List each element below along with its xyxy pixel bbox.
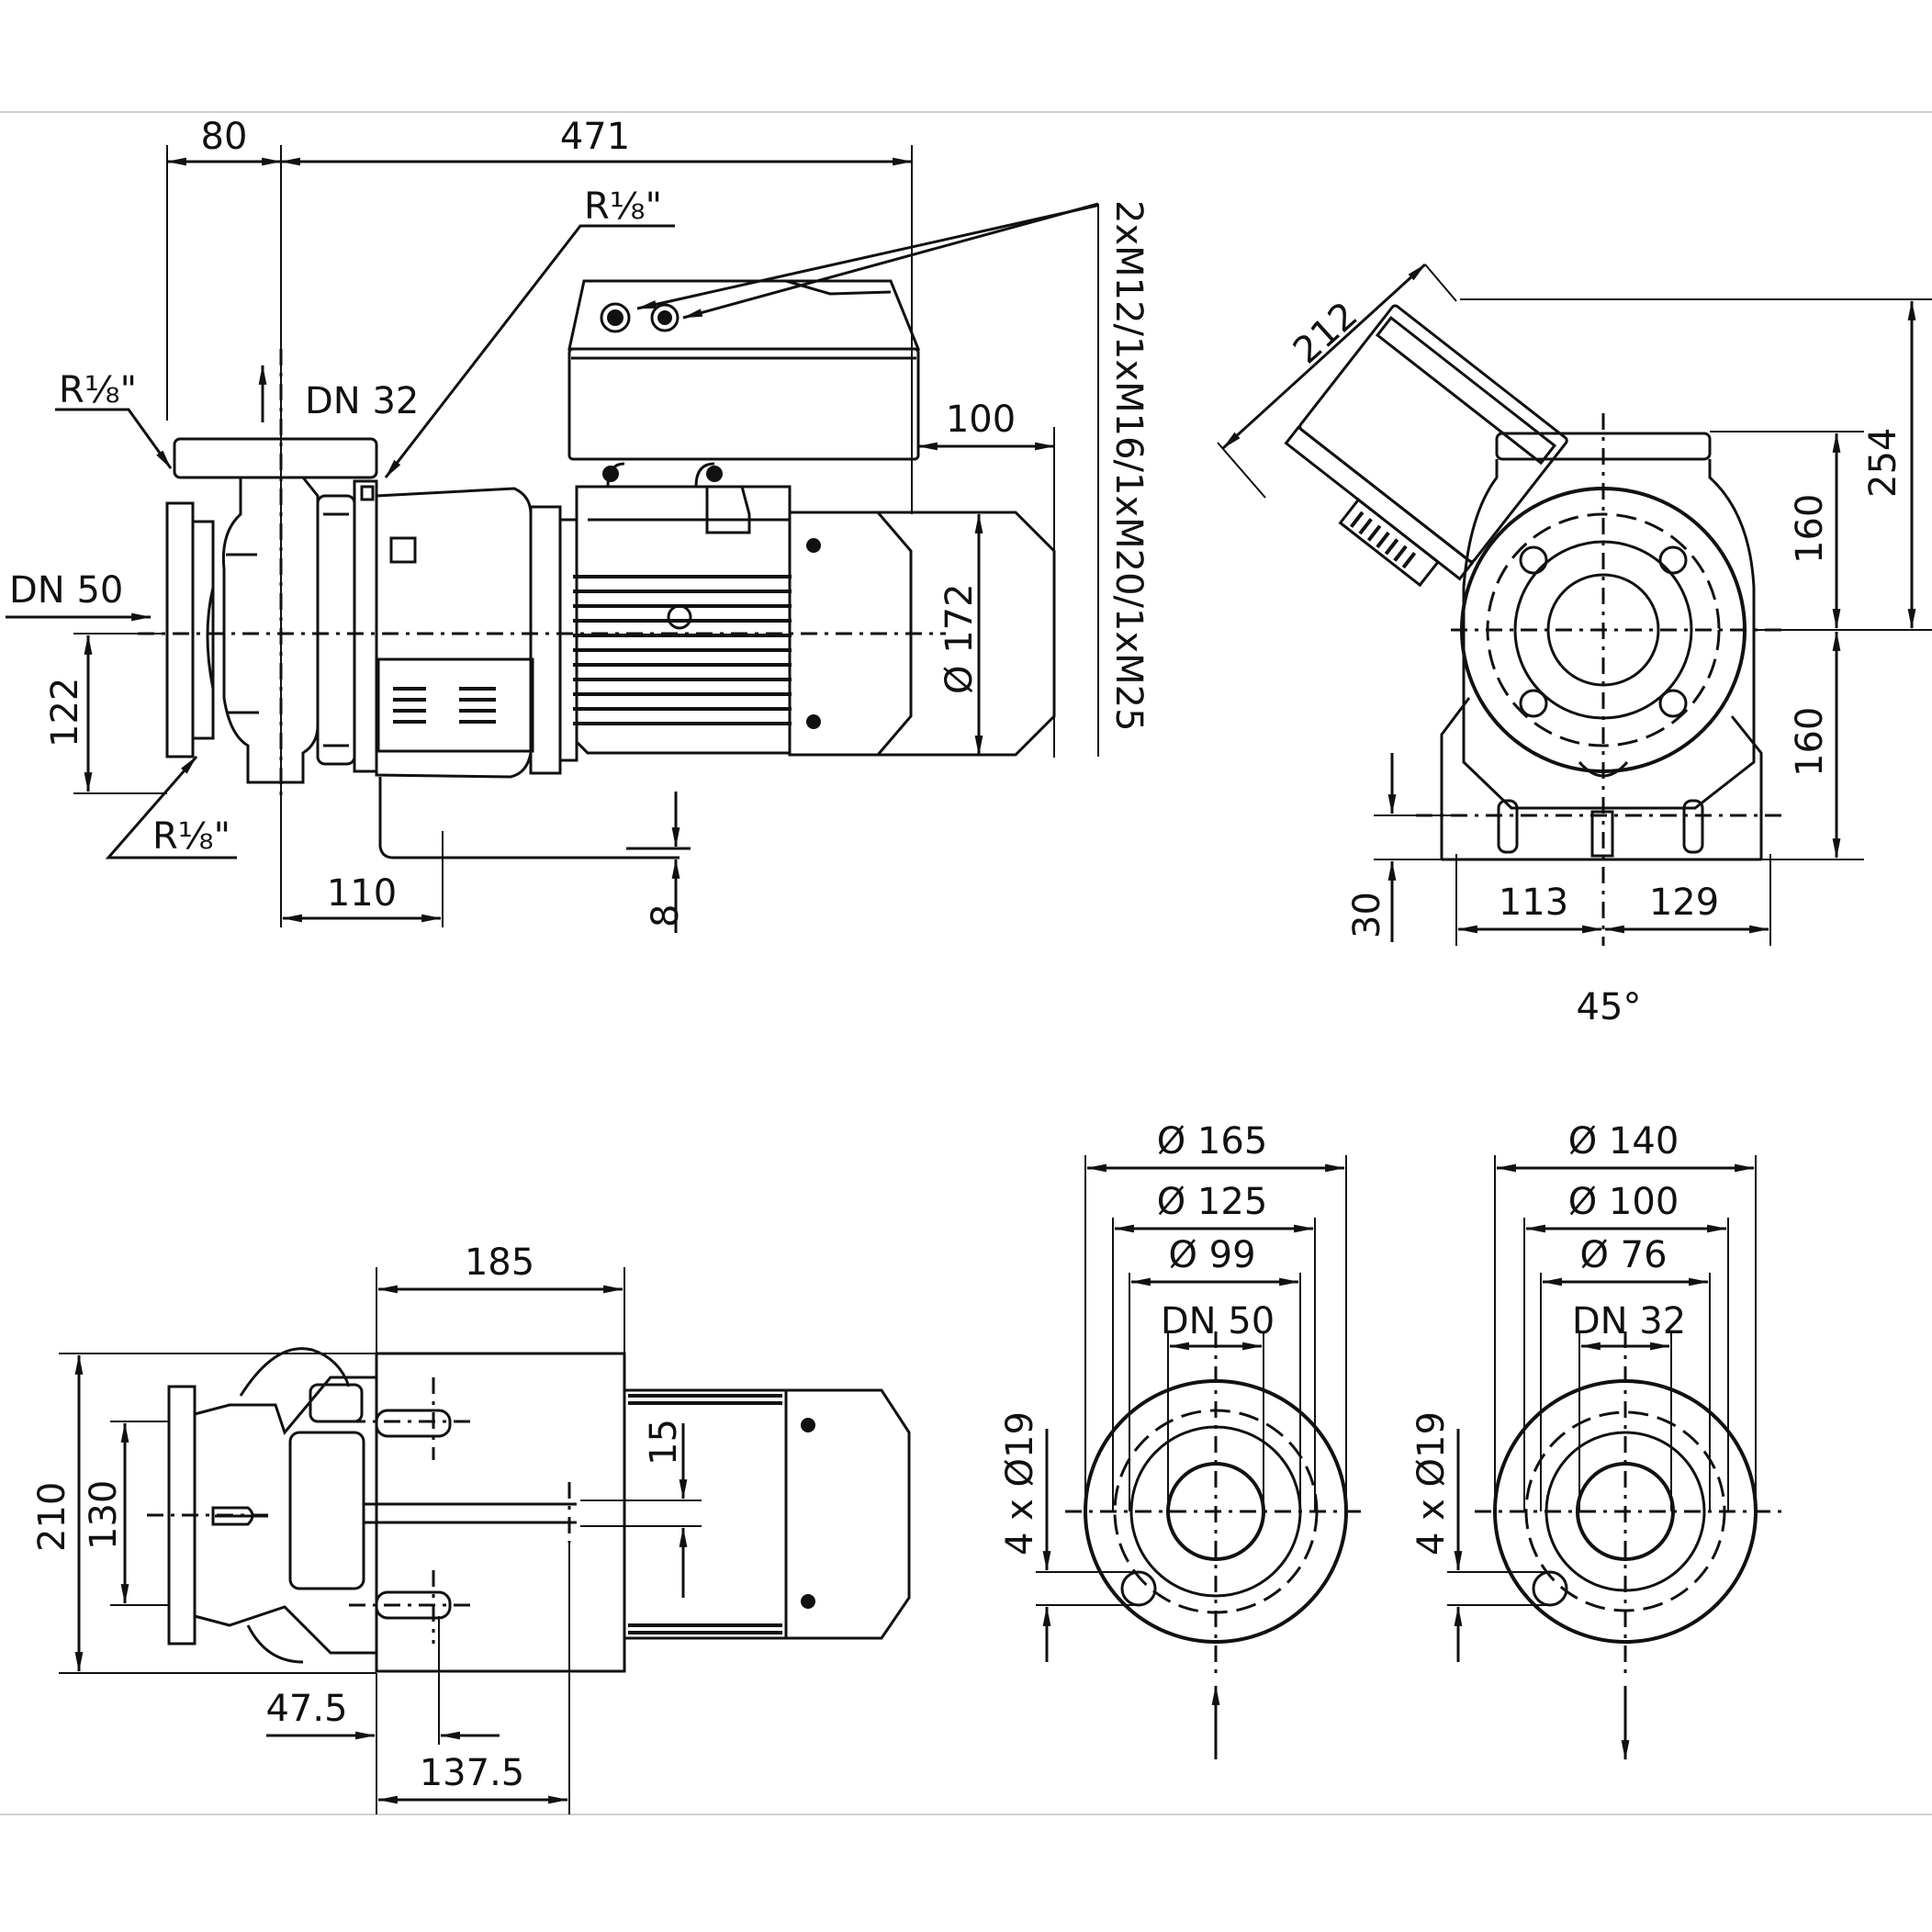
dim-holes-dn50: 4 x Ø19 xyxy=(999,1411,1041,1556)
label-dn50: DN 50 xyxy=(9,569,123,612)
dim-d100: Ø 100 xyxy=(1568,1181,1679,1223)
label-r18-top: R⅛" xyxy=(584,185,662,228)
dim-212: 212 xyxy=(1286,294,1366,372)
dim-line-212 xyxy=(1221,263,1427,450)
label-r18-left: R⅛" xyxy=(59,369,137,411)
dim-holes-dn32: 4 x Ø19 xyxy=(1410,1411,1453,1556)
dim-dn32: DN 32 xyxy=(1572,1300,1686,1342)
dim-15: 15 xyxy=(643,1419,685,1466)
dim-122: 122 xyxy=(44,678,86,747)
dim-47-5: 47.5 xyxy=(265,1688,347,1730)
dim-100: 100 xyxy=(946,399,1016,441)
dim-129: 129 xyxy=(1649,882,1719,924)
dim-185: 185 xyxy=(465,1241,534,1284)
side-view: 80 471 R⅛" R⅛" R⅛" DN 32 DN 50 xyxy=(6,116,1150,933)
flange-dn50: Ø 165 Ø 125 Ø 99 DN 50 4 x Ø19 xyxy=(999,1120,1368,1759)
flange-dn32: Ø 140 Ø 100 Ø 76 DN 32 4 x Ø19 xyxy=(1410,1120,1781,1761)
dim-113: 113 xyxy=(1499,882,1568,924)
dim-8: 8 xyxy=(645,904,687,927)
dim-110: 110 xyxy=(327,872,397,915)
label-dn32: DN 32 xyxy=(305,380,419,422)
dim-137-5: 137.5 xyxy=(420,1752,525,1794)
dim-d140: Ø 140 xyxy=(1568,1120,1679,1163)
dim-d76: Ø 76 xyxy=(1579,1234,1667,1276)
dim-210: 210 xyxy=(31,1482,73,1552)
dim-d165: Ø 165 xyxy=(1157,1120,1268,1163)
angle-45: 45° xyxy=(1577,986,1642,1028)
top-view: 185 210 130 15 47.5 137.5 xyxy=(31,1241,911,1814)
motor-fins xyxy=(573,575,792,725)
dim-471: 471 xyxy=(560,116,630,158)
dim-160-top: 160 xyxy=(1789,494,1831,564)
dim-130: 130 xyxy=(83,1480,125,1550)
dim-172: Ø 172 xyxy=(938,583,981,694)
dim-dn50: DN 50 xyxy=(1161,1300,1275,1342)
dim-d99: Ø 99 xyxy=(1168,1234,1255,1276)
dim-254: 254 xyxy=(1862,428,1904,498)
dim-30: 30 xyxy=(1346,892,1388,938)
dim-80: 80 xyxy=(201,116,248,158)
dim-d125: Ø 125 xyxy=(1157,1181,1268,1223)
front-view: 212 254 160 160 30 113 129 45° xyxy=(1217,263,1932,1028)
label-cable-glands: 2xM12/1xM16/1xM20/1xM25 xyxy=(1107,200,1150,732)
dim-160-bottom: 160 xyxy=(1789,707,1831,777)
label-r18-bottom: R⅛" xyxy=(152,815,230,858)
